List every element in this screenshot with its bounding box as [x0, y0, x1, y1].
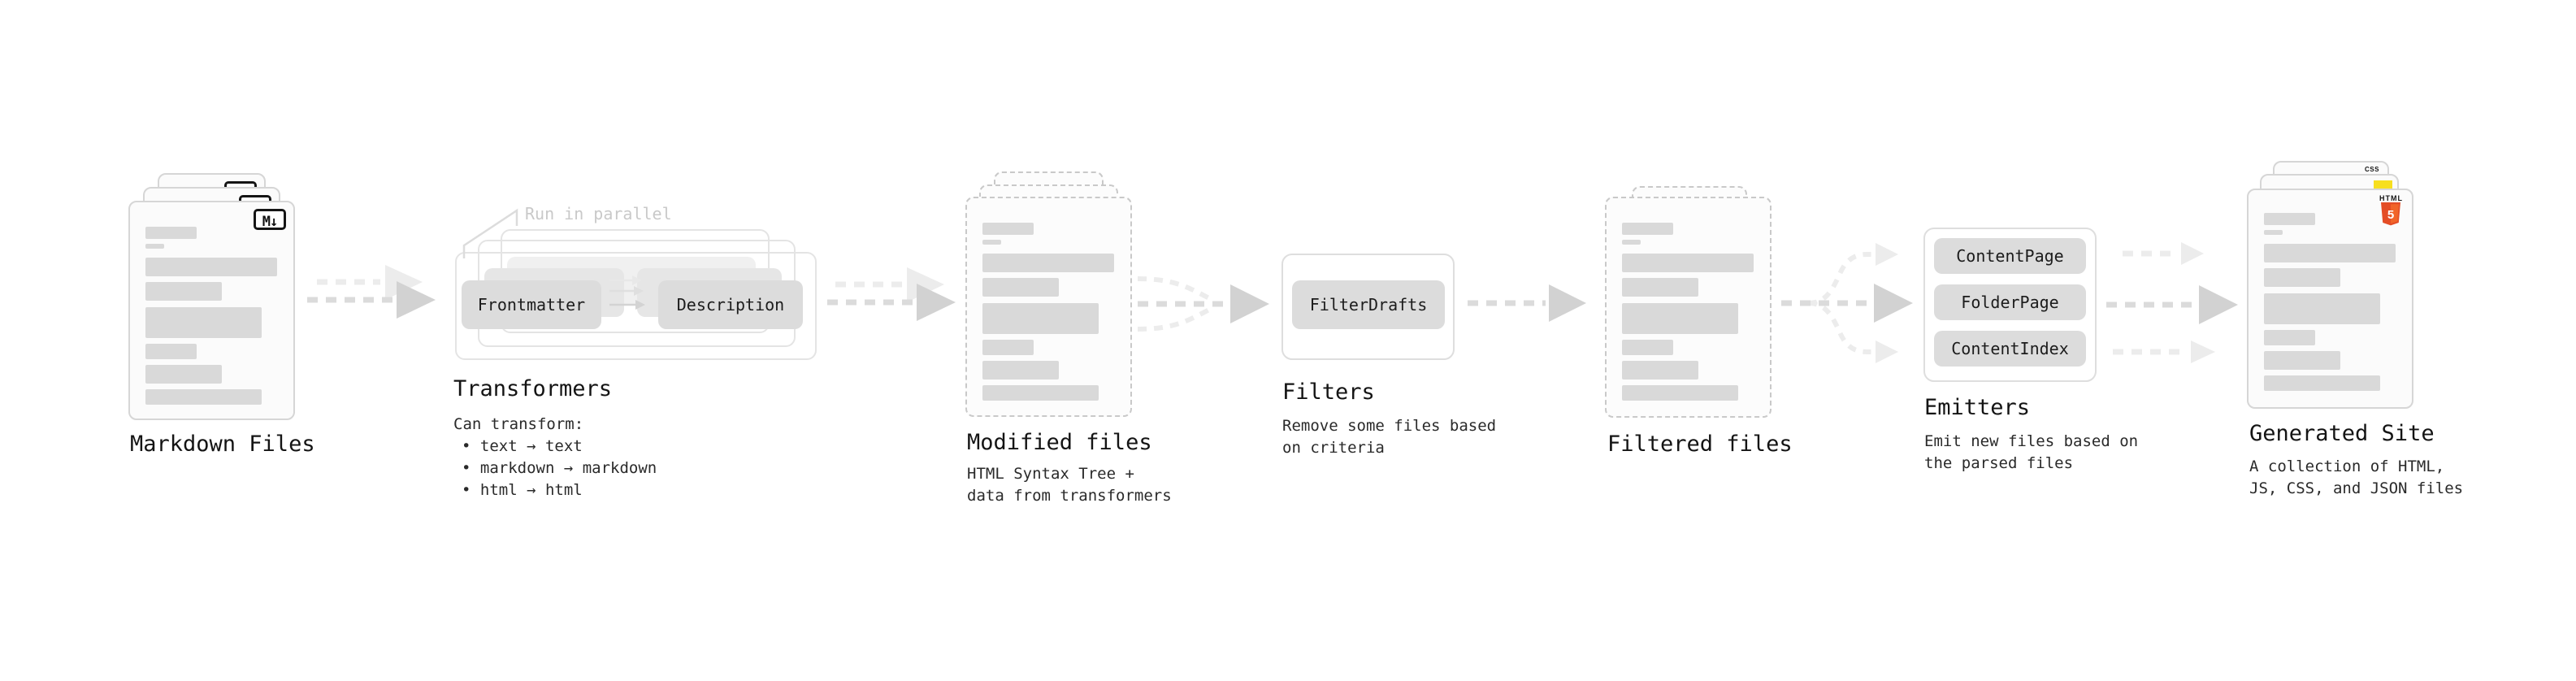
svg-text:5: 5: [2387, 208, 2394, 222]
flow-arrow-faint: [2123, 242, 2204, 265]
contentpage-pill: ContentPage: [1934, 238, 2086, 274]
transformers-note-title: Can transform:: [453, 415, 584, 433]
transformers-label: Transformers: [453, 376, 613, 401]
filtered-files-label: Filtered files: [1607, 432, 1793, 457]
frontmatter-pill: Frontmatter: [462, 280, 601, 329]
html5-file-icon: HTML 5: [2379, 194, 2402, 230]
generated-site-card-front: HTML 5: [2247, 189, 2413, 409]
flow-arrow: [2106, 285, 2238, 324]
flow-arrow-ghost: [317, 265, 423, 300]
doc-placeholder-lines: [982, 223, 1114, 401]
modified-files-label: Modified files: [967, 430, 1152, 455]
modified-files-sublabel: HTML Syntax Tree + data from transformer…: [967, 465, 1172, 505]
modified-file-card-front: [965, 197, 1132, 417]
flow-arrow: [307, 281, 436, 319]
transformers-bullet: • html → html: [462, 481, 583, 499]
filterdrafts-pill: FilterDrafts: [1292, 280, 1445, 329]
html5-shield: 5: [2381, 202, 2400, 226]
markdown-icon: M↓: [254, 209, 286, 230]
markdown-file-card-front: M↓: [128, 201, 295, 420]
transformers-bullet: • markdown → markdown: [462, 459, 657, 477]
transformer-layer-front: [455, 252, 817, 360]
filters-label: Filters: [1282, 380, 1375, 405]
doc-placeholder-lines: [1622, 223, 1754, 401]
description-pill: Description: [658, 280, 803, 329]
folderpage-pill: FolderPage: [1934, 284, 2086, 320]
run-in-parallel-annotation: Run in parallel: [525, 204, 672, 223]
markdown-files-label: Markdown Files: [130, 432, 315, 457]
generated-site-sublabel: A collection of HTML, JS, CSS, and JSON …: [2249, 458, 2464, 497]
transformers-bullet: • text → text: [462, 437, 583, 455]
emitters-label: Emitters: [1924, 395, 2031, 420]
filtered-file-card-front: [1605, 197, 1772, 418]
doc-placeholder-lines: [145, 227, 277, 405]
contentindex-pill: ContentIndex: [1934, 331, 2086, 367]
emitters-sublabel: Emit new files based on the parsed files: [1924, 432, 2139, 472]
fork-arrow: [1781, 243, 1913, 363]
flow-arrow: [1468, 284, 1586, 322]
merge-arrow: [1137, 276, 1269, 332]
generated-site-label: Generated Site: [2249, 421, 2435, 446]
doc-placeholder-lines: [2264, 213, 2396, 391]
filters-sublabel: Remove some files based on criteria: [1282, 417, 1497, 457]
flow-arrow-ghost: [835, 267, 944, 302]
flow-arrow-faint: [2113, 340, 2215, 363]
flow-arrow: [827, 284, 956, 321]
